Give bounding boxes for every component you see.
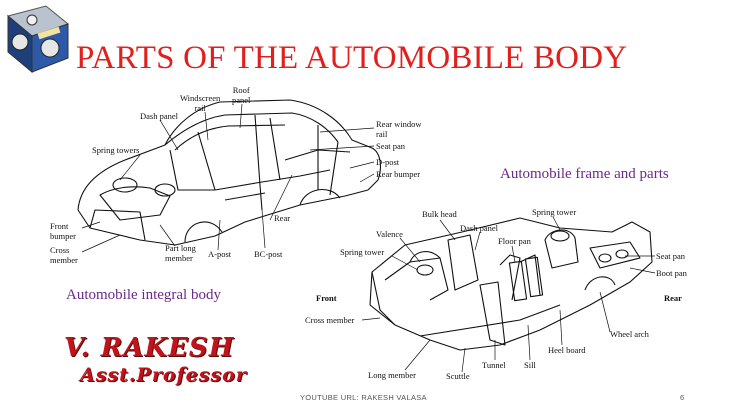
label-seat-pan-frame: Seat pan <box>656 251 686 261</box>
label-bulk-head: Bulk head <box>422 209 457 219</box>
label-d-post: D-post <box>376 157 400 167</box>
label-front-frame: Front <box>316 293 337 303</box>
page-title: PARTS OF THE AUTOMOBILE BODY <box>76 40 628 76</box>
page-number: 6 <box>680 393 685 402</box>
label-cross-member-frame: Cross member <box>305 315 355 325</box>
label-a-post: A-post <box>208 249 232 259</box>
author-name: V. RAKESH <box>64 333 235 363</box>
label-spring-towers: Spring towers <box>92 145 140 155</box>
author-role: Asst.Professor <box>80 364 247 386</box>
label-dash-panel: Dash panel <box>140 111 179 121</box>
footer-youtube-url: YOUTUBE URL: RAKESH VALASA <box>300 393 427 402</box>
caption-integral-body: Automobile integral body <box>66 287 221 303</box>
institution-logo <box>2 2 74 74</box>
label-rear-car: Rear <box>274 213 291 223</box>
integral-body-drawing <box>77 99 381 253</box>
label-sill: Sill <box>524 360 536 370</box>
label-boot-pan: Boot pan <box>656 268 687 278</box>
label-valence: Valence <box>376 229 403 239</box>
label-floor-pan: Floor pan <box>498 236 531 246</box>
label-bc-post: BC-post <box>254 249 283 259</box>
label-dash-panel-frame: Dash panel <box>460 223 499 233</box>
label-wheel-arch: Wheel arch <box>610 329 649 339</box>
label-heel-board: Heel board <box>548 345 586 355</box>
label-tunnel: Tunnel <box>482 360 506 370</box>
label-rear-bumper: Rear bumper <box>376 169 421 179</box>
label-scuttle: Scuttle <box>446 371 470 381</box>
frame-drawing <box>361 216 656 373</box>
label-seat-pan-car: Seat pan <box>376 141 406 151</box>
label-long-member: Long member <box>368 370 416 380</box>
label-spring-tower-left: Spring tower <box>340 247 385 257</box>
caption-frame: Automobile frame and parts <box>500 166 669 182</box>
label-rear-frame: Rear <box>664 293 682 303</box>
label-spring-tower-top: Spring tower <box>532 207 577 217</box>
